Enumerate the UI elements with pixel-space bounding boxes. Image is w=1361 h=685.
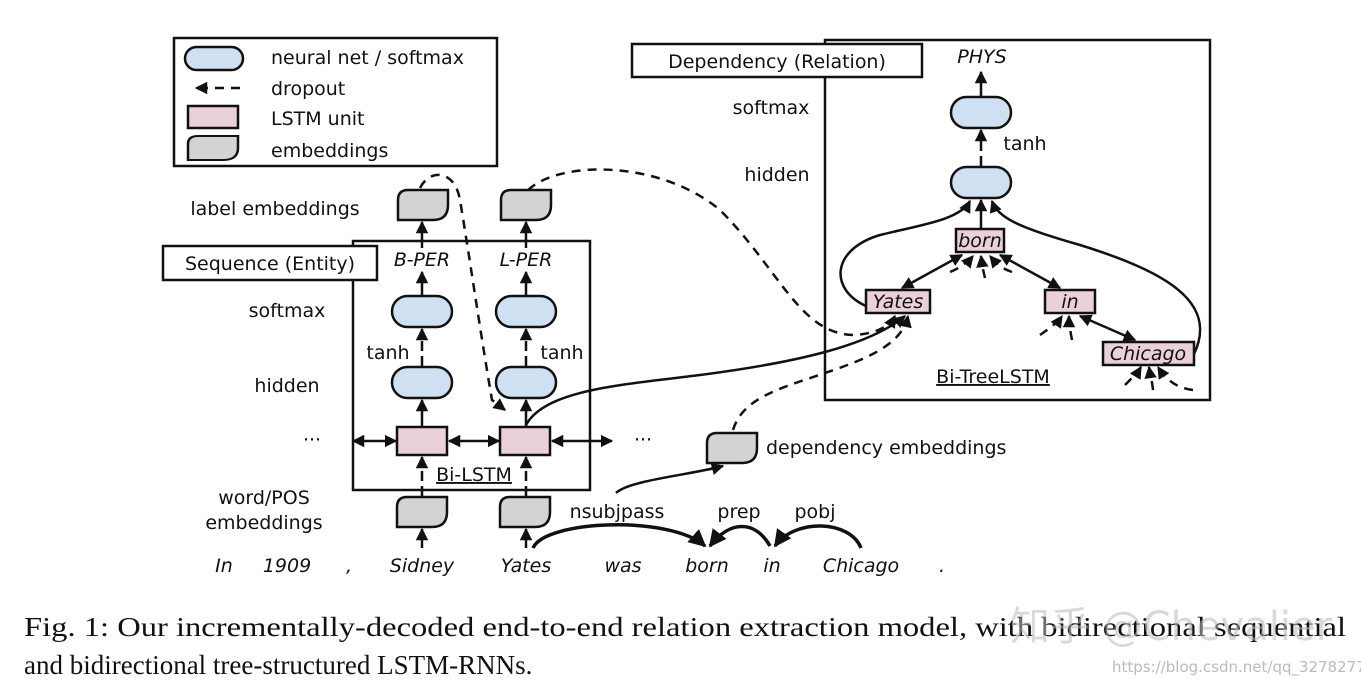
tree-node-label: Chicago — [1110, 343, 1186, 365]
tanh-label: tanh — [366, 342, 409, 364]
lstm-unit — [498, 425, 552, 457]
softmax-node — [494, 294, 558, 329]
sequence-entity-panel: Sequence (Entity) label embeddings softm… — [161, 173, 652, 548]
embeddings-icon — [186, 134, 240, 162]
label-embedding — [499, 188, 553, 222]
arc — [531, 523, 707, 549]
neural-net-pill-icon — [183, 45, 245, 72]
dependency-embedding — [705, 431, 759, 465]
softmax-label: softmax — [249, 300, 326, 322]
ellipsis: ··· — [303, 429, 321, 451]
label-embedding-dropout-link — [527, 168, 897, 337]
arc-label: prep — [717, 501, 760, 523]
label-embedding — [396, 188, 450, 222]
relation-output-label: PHYS — [957, 46, 1006, 68]
word: In — [215, 555, 233, 577]
dependency-title: Dependency (Relation) — [668, 51, 886, 73]
arc-label: pobj — [794, 501, 835, 523]
legend-label: dropout — [271, 78, 345, 100]
legend-label: embeddings — [271, 140, 388, 162]
arc-label: nsubjpass — [570, 501, 665, 523]
output-label: B-PER — [394, 249, 450, 271]
dependency-embeddings-label: dependency embeddings — [766, 437, 1006, 459]
hidden-label: hidden — [744, 164, 809, 186]
softmax-node — [949, 95, 1013, 130]
lstm-unit — [395, 425, 449, 457]
word-pos-label: word/POS — [218, 487, 310, 509]
label-embeddings-label: label embeddings — [190, 198, 359, 220]
output-label: L-PER — [500, 249, 553, 271]
word: . — [939, 555, 945, 577]
word: Sidney — [390, 555, 455, 577]
word: , — [346, 555, 352, 577]
tree-node — [1043, 288, 1097, 315]
legend-label: neural net / softmax — [271, 47, 464, 69]
watermark-url: https://blog.csdn.net/qq_32782771 — [1112, 658, 1361, 677]
softmax-node — [390, 294, 454, 329]
word: was — [604, 555, 641, 577]
caption-line: Fig. 1: Our incrementally-decoded end-to… — [24, 612, 1346, 642]
word: Chicago — [823, 555, 899, 577]
word: Yates — [501, 555, 552, 577]
tree-node-label: in — [1061, 291, 1078, 313]
sentence: In 1909 , Sidney Yates was born in Chica… — [215, 501, 945, 577]
word: born — [685, 555, 729, 577]
tree-node — [954, 227, 1006, 254]
bi-lstm-label: Bi-LSTM — [436, 464, 512, 486]
dependency-relation-panel: Dependency (Relation) PHYS softmax hidde… — [630, 38, 1212, 402]
watermark: 知乎 @Chevalier — [1010, 604, 1333, 650]
tree-node — [864, 288, 932, 315]
nsubjpass-to-embedding-link — [615, 462, 725, 494]
dep-embedding-dropout-link — [731, 314, 912, 431]
ellipsis: ··· — [634, 429, 652, 451]
tree-node-label: born — [958, 230, 1002, 252]
hidden-label: hidden — [254, 375, 319, 397]
caption-line: and bidirectional tree-structured LSTM-R… — [24, 650, 532, 680]
tree-node-label: Yates — [873, 291, 924, 313]
legend-label: LSTM unit — [271, 108, 365, 130]
sequence-title: Sequence (Entity) — [185, 253, 355, 275]
tanh-label: tanh — [540, 342, 583, 364]
hidden-node — [949, 165, 1013, 200]
tree-node — [1101, 340, 1196, 367]
word: in — [763, 555, 780, 577]
arc — [708, 524, 772, 548]
arc — [773, 524, 863, 549]
word-embedding — [498, 495, 552, 529]
bi-treelstm-label: Bi-TreeLSTM — [936, 366, 1050, 388]
lstm-unit-icon — [186, 104, 240, 130]
softmax-label: softmax — [733, 97, 810, 119]
word: 1909 — [263, 555, 311, 577]
hidden-node — [390, 365, 454, 400]
legend: neural net / softmax dropout LSTM unit e… — [172, 36, 499, 168]
hidden-node — [494, 365, 558, 400]
tanh-label: tanh — [1003, 133, 1046, 155]
lstm-to-tree-link — [524, 315, 906, 426]
word-pos-label: embeddings — [205, 512, 322, 534]
word-embedding — [395, 495, 449, 529]
